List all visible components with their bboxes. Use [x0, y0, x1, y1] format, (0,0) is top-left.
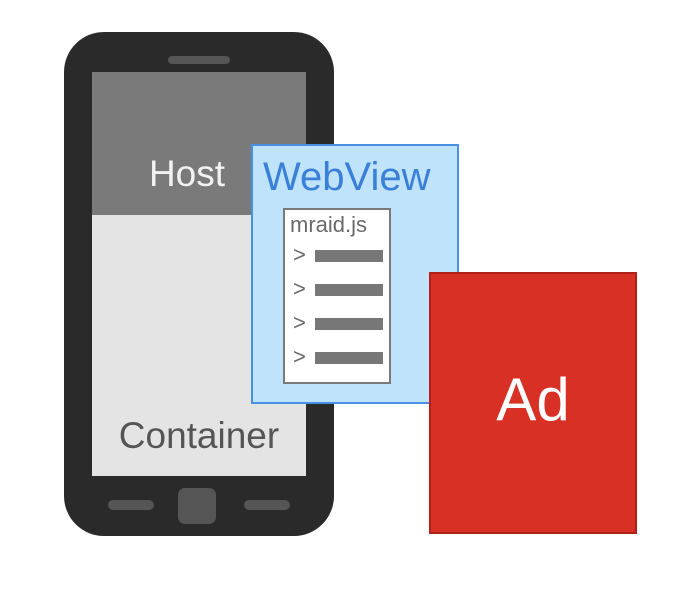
code-line: > [293, 276, 387, 301]
phone-home-button [178, 488, 216, 524]
ad-block [429, 272, 637, 534]
mraid-label: mraid.js [290, 212, 368, 237]
ad-label: Ad [496, 366, 570, 433]
host-label: Host [148, 153, 226, 194]
code-line: > [293, 344, 387, 369]
phone-back-button [108, 500, 154, 510]
code-line: > [293, 310, 387, 335]
phone-menu-button [244, 500, 290, 510]
webview-title: WebView [263, 155, 431, 199]
phone-speaker [168, 56, 230, 64]
code-bar [315, 284, 383, 296]
code-prompt: > [293, 276, 306, 301]
code-bar [315, 318, 383, 330]
container-label: Container [118, 415, 280, 456]
code-bar [315, 250, 383, 262]
code-prompt: > [293, 344, 306, 369]
code-bar [315, 352, 383, 364]
code-prompt: > [293, 310, 306, 335]
code-line: > [293, 242, 387, 267]
code-prompt: > [293, 242, 306, 267]
